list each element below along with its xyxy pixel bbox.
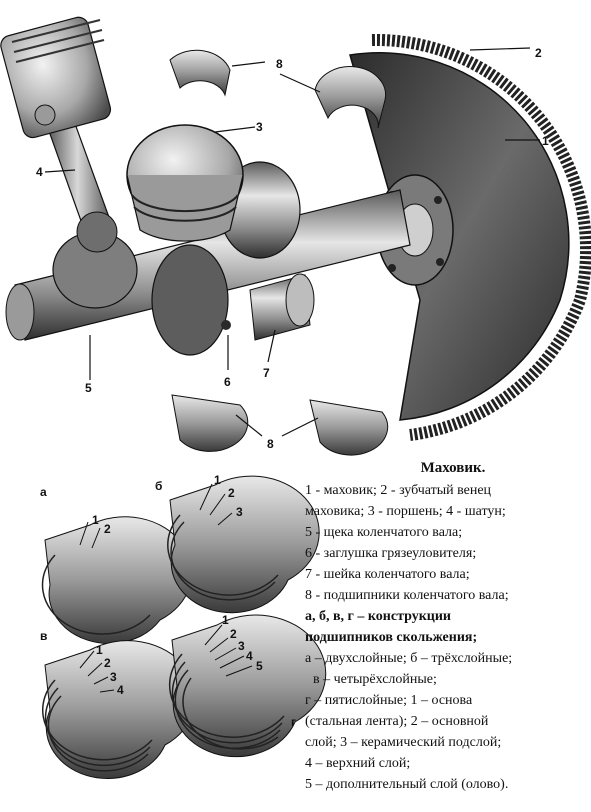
bearing-a-layer-1: 1 [92, 513, 99, 527]
callout-8-top: 8 [276, 57, 283, 71]
bearing-g [168, 614, 327, 758]
bearing-v-layer-1: 1 [96, 643, 103, 657]
callout-2: 2 [535, 46, 542, 60]
legend-line: г – пятислойные; 1 – основа [305, 693, 473, 708]
bearing-b-layer-3: 3 [236, 505, 243, 519]
callout-1: 1 [542, 134, 549, 148]
bearing-g-layer-4: 4 [246, 649, 253, 663]
bearing-v-layer-2: 2 [104, 656, 111, 670]
legend-line: 5 - щека коленчатого вала; [305, 525, 463, 540]
leader-lines [44, 47, 540, 437]
legend-line: 5 – дополнительный слой (олово). [305, 777, 509, 792]
callout-4: 4 [36, 165, 43, 179]
callout-3: 3 [256, 120, 263, 134]
legend-line: 7 - шейка коленчатого вала; [305, 567, 470, 582]
legend-line: 8 - подшипники коленчатого вала; [305, 588, 509, 603]
bearing-a-letter: а [40, 485, 47, 499]
bearing-shell-top-right [314, 66, 387, 129]
legend-line: а – двухслойные; б – трёхслойные; [305, 651, 513, 666]
legend-line: подшипников скольжения; [305, 630, 478, 645]
callout-6: 6 [224, 375, 231, 389]
legend-line: слой; 3 – керамический подслой; [305, 735, 502, 750]
connecting-rod [44, 109, 118, 253]
bearing-shell-bottom-right [309, 399, 389, 456]
callout-5: 5 [85, 381, 92, 395]
crankshaft [5, 161, 411, 356]
legend-line: в – четырёхслойные; [313, 672, 437, 687]
bearing-g-layer-5: 5 [256, 659, 263, 673]
legend: Маховик. 1 - маховик; 2 - зубчатый венец… [305, 460, 591, 795]
legend-line: 6 - заглушка грязеуловителя; [305, 546, 477, 561]
callout-7: 7 [263, 366, 270, 380]
legend-line: 4 – верхний слой; [305, 756, 411, 771]
bearing-g-layer-2: 2 [230, 627, 237, 641]
legend-line: 1 - маховик; 2 - зубчатый венец [305, 483, 492, 498]
piston-main [126, 124, 244, 242]
bearing-g-letter: г [291, 715, 296, 729]
bearing-a-layer-2: 2 [104, 522, 111, 536]
bearing-g-layer-1: 1 [222, 613, 229, 627]
bearing-b-layer-2: 2 [228, 486, 235, 500]
legend-line: (стальная лента); 2 – основной [305, 714, 489, 729]
bearing-shell-bottom-left [171, 394, 249, 452]
legend-line: маховика; 3 - поршень; 4 - шатун; [305, 504, 506, 519]
bearing-v-layer-3: 3 [110, 670, 117, 684]
legend-line: а, б, в, г – конструкции [305, 609, 451, 624]
callout-8-bottom: 8 [267, 437, 274, 451]
bearing-v-layer-4: 4 [117, 683, 124, 697]
piston-upper [0, 16, 112, 139]
bearing-g-layer-3: 3 [238, 639, 245, 653]
bearing-v-letter: в [40, 629, 47, 643]
bearing-b-layer-1: 1 [214, 473, 221, 487]
bearing-b [167, 475, 320, 614]
bearing-v [41, 640, 197, 779]
bearing-a [41, 516, 193, 644]
flywheel [349, 33, 591, 441]
bearing-shell-top-left [169, 49, 231, 97]
legend-title: Маховик. [420, 460, 486, 476]
bearing-b-letter: б [155, 479, 162, 493]
